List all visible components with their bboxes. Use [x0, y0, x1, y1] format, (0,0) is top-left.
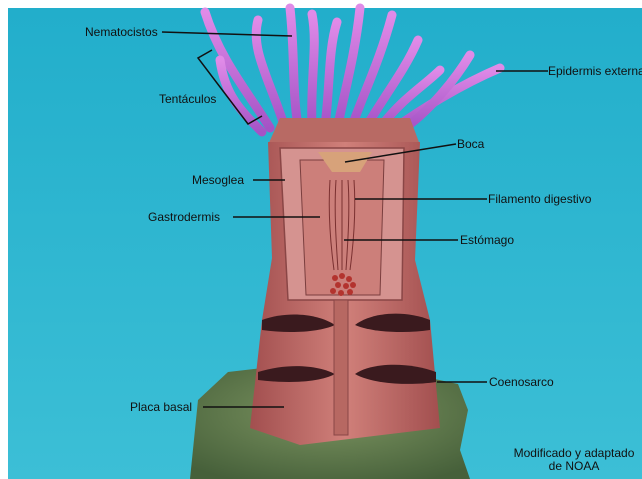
- label-nematocistos: Nematocistos: [85, 25, 158, 39]
- credit-note: Modificado y adaptado de NOAA: [506, 447, 642, 473]
- credit-line-2: de NOAA: [506, 460, 642, 473]
- label-estomago: Estómago: [460, 233, 514, 247]
- label-tentaculos: Tentáculos: [159, 92, 216, 106]
- oral-disc: [268, 118, 420, 145]
- label-coenosarco: Coenosarco: [489, 375, 554, 389]
- label-boca: Boca: [457, 137, 484, 151]
- label-placa-basal: Placa basal: [130, 400, 192, 414]
- label-gastrodermis: Gastrodermis: [148, 210, 220, 224]
- label-filamento-digestivo: Filamento digestivo: [488, 192, 591, 206]
- label-mesoglea: Mesoglea: [192, 173, 244, 187]
- central-stalk: [334, 300, 348, 435]
- label-epidermis-externa: Epidermis externa: [548, 64, 642, 78]
